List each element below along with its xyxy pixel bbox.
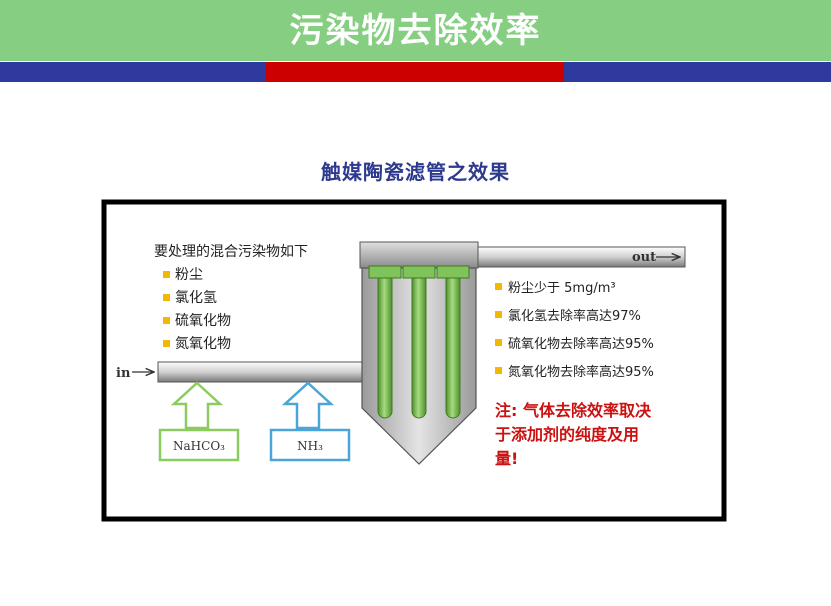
result-item: 粉尘少于 5mg/m³ — [508, 281, 616, 296]
bullet-icon — [163, 340, 170, 347]
header-bar — [0, 0, 831, 62]
input-heading: 要处理的混合污染物如下 — [154, 244, 308, 260]
nh3-box — [269, 428, 351, 462]
bullet-icon — [495, 339, 502, 346]
page-title: 污染物去除效率 — [289, 11, 542, 51]
note-line: 量! — [495, 449, 518, 468]
bullet-icon — [163, 317, 170, 324]
pollutant-item: 氮氧化物 — [175, 336, 231, 352]
bullet-icon — [163, 271, 170, 278]
out-label: out — [632, 250, 656, 265]
diagram-title: 触媒陶瓷滤管之效果 — [321, 160, 510, 184]
bullet-icon — [495, 283, 502, 290]
result-item: 氮氧化物去除率高达95% — [508, 364, 654, 380]
nh3-up-arrow — [281, 381, 335, 430]
result-item: 硫氧化物去除率高达95% — [508, 336, 654, 352]
nh3-label: NH₃ — [297, 439, 323, 453]
bullet-icon — [495, 311, 502, 318]
nahco3-label: NaHCO₃ — [173, 439, 225, 453]
stripe-left — [0, 62, 266, 82]
pollutant-item: 硫氧化物 — [175, 313, 231, 329]
result-item: 氯化氢去除率高达97% — [508, 308, 641, 324]
ceramic-filter-tubes — [368, 265, 470, 419]
pollutant-item: 粉尘 — [175, 267, 203, 283]
bullet-icon — [163, 294, 170, 301]
inlet-pipe — [157, 361, 364, 383]
in-label: in — [116, 366, 131, 381]
nahco3-up-arrow — [170, 381, 224, 430]
note-line: 于添加剂的纯度及用 — [495, 425, 639, 444]
nahco3-box — [158, 428, 240, 462]
pollutant-item: 氯化氢 — [175, 290, 217, 306]
stripe-middle — [266, 62, 564, 82]
stripe-right — [564, 62, 831, 82]
note-line: 注: 气体去除效率取决 — [495, 401, 652, 420]
bullet-icon — [495, 367, 502, 374]
